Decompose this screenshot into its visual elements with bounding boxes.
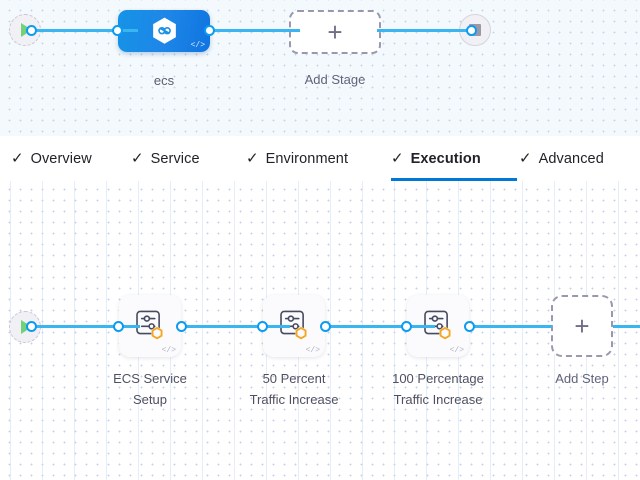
step-node-50-percent-traffic-increase[interactable]: </> — [263, 295, 325, 357]
step-2-input-port[interactable] — [257, 321, 268, 332]
step-label: ECS Service Setup — [113, 371, 187, 407]
connector-step-2-to-step-3 — [328, 325, 435, 328]
step-1-output-port[interactable] — [176, 321, 187, 332]
tab-service-label: Service — [150, 150, 200, 167]
step-settings-icon — [136, 310, 163, 340]
harness-hexagon-badge — [439, 326, 451, 340]
check-icon: ✓ — [131, 150, 144, 167]
harness-hexagon-badge — [295, 326, 307, 340]
add-step-button[interactable]: + — [551, 295, 613, 357]
connector-step-3-to-add-step — [472, 325, 552, 328]
tab-advanced-label: Advanced — [538, 150, 604, 167]
tab-overview-label: Overview — [30, 150, 92, 167]
add-step-label: Add Step — [555, 371, 609, 386]
execution-start-output-port[interactable] — [26, 321, 37, 332]
tab-environment[interactable]: ✓ Environment — [246, 136, 391, 181]
step-card[interactable]: </> — [263, 295, 325, 357]
connector-start-to-ecs — [28, 29, 138, 32]
tab-execution[interactable]: ✓ Execution — [391, 136, 519, 181]
tab-service[interactable]: ✓ Service — [131, 136, 246, 181]
stage-config-tabs[interactable]: ✓ Overview ✓ Service ✓ Environment ✓ Exe… — [0, 136, 640, 182]
check-icon: ✓ — [246, 150, 259, 167]
step-2-output-port[interactable] — [320, 321, 331, 332]
add-stage-label: Add Stage — [304, 72, 366, 87]
plus-icon: + — [574, 311, 590, 341]
step-settings-icon — [424, 310, 451, 340]
check-icon: ✓ — [519, 150, 532, 167]
add-stage-box[interactable]: + — [289, 10, 381, 54]
harness-hexagon-badge — [151, 326, 163, 340]
add-step-box[interactable]: + — [551, 295, 613, 357]
stage-pipeline-canvas[interactable]: </> ecs + Add Stage — [0, 0, 640, 136]
connector-step-1-to-step-2 — [183, 325, 290, 328]
stage-label-ecs: ecs — [153, 73, 175, 88]
step-3-input-port[interactable] — [401, 321, 412, 332]
add-stage-button[interactable]: + — [289, 10, 381, 54]
plus-icon: + — [327, 17, 343, 47]
connector-start-to-step-1 — [28, 325, 140, 328]
step-settings-icon — [280, 310, 307, 340]
step-label: 100 Percentage Traffic Increase — [392, 371, 484, 407]
start-output-port[interactable] — [26, 25, 37, 36]
execution-steps-canvas[interactable]: </> ECS Service Setup — [0, 181, 640, 480]
step-1-input-port[interactable] — [113, 321, 124, 332]
tab-execution-label: Execution — [410, 150, 481, 167]
step-code-marker: </> — [161, 346, 176, 355]
step-label: 50 Percent Traffic Increase — [249, 371, 339, 407]
step-code-marker: </> — [449, 346, 464, 355]
tab-environment-label: Environment — [265, 150, 349, 167]
ecs-input-port[interactable] — [112, 25, 123, 36]
end-input-port[interactable] — [466, 25, 477, 36]
connector-add-stage-to-end — [377, 29, 467, 32]
ecs-output-port[interactable] — [204, 25, 215, 36]
check-icon: ✓ — [11, 150, 24, 167]
step-code-marker: </> — [305, 346, 320, 355]
check-icon: ✓ — [391, 150, 404, 167]
harness-hexagon-icon — [152, 17, 176, 44]
connector-ecs-to-add-stage — [205, 29, 300, 32]
connector-add-step-to-end — [613, 325, 640, 328]
step-3-output-port[interactable] — [464, 321, 475, 332]
stage-code-marker: </> — [190, 41, 205, 50]
tab-advanced[interactable]: ✓ Advanced — [519, 136, 639, 181]
tab-overview[interactable]: ✓ Overview — [0, 136, 131, 181]
